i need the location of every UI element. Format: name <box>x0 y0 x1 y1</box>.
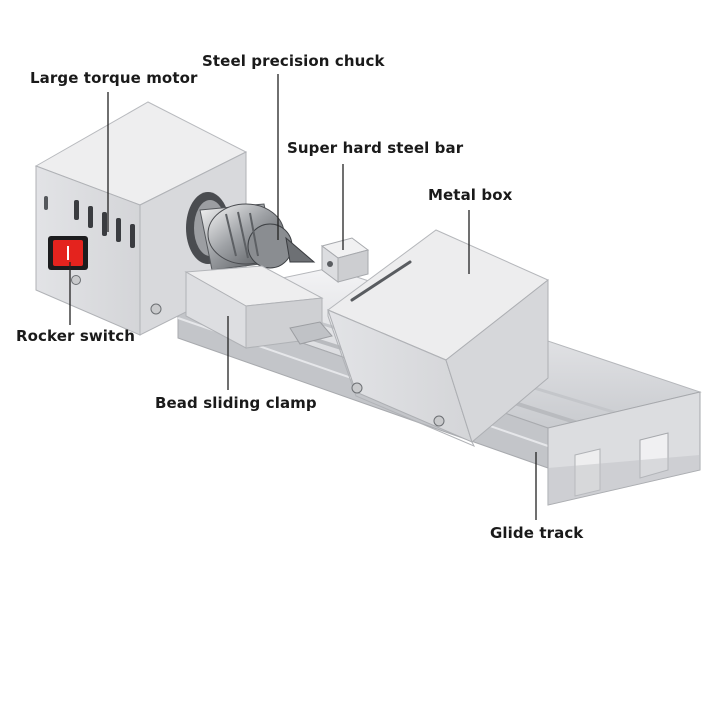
track-shadow <box>548 455 700 505</box>
screw-icon <box>150 303 162 315</box>
leader-lines <box>69 74 537 520</box>
label-steel-precision-chuck: Steel precision chuck <box>202 52 385 70</box>
vent-slot <box>116 218 121 242</box>
vent-slot <box>88 206 93 228</box>
screw-icon <box>433 415 445 427</box>
label-bead-sliding-clamp: Bead sliding clamp <box>155 394 317 412</box>
bar-hole <box>327 261 333 267</box>
chuck-tip <box>285 236 316 263</box>
vent-slot <box>102 212 107 236</box>
bar-holder-side <box>337 249 369 283</box>
label-rocker-switch: Rocker switch <box>16 327 136 345</box>
chuck-knurl <box>249 212 259 257</box>
screw-icon <box>351 382 363 394</box>
label-super-hard-steel-bar: Super hard steel bar <box>287 139 464 157</box>
steel-chuck <box>199 203 316 271</box>
vent-slot <box>44 196 48 210</box>
screw-icon <box>71 275 81 285</box>
label-glide-track: Glide track <box>490 524 584 542</box>
metal-box-slot <box>350 260 412 302</box>
bead-sliding-clamp <box>184 265 333 349</box>
metal-box-side <box>445 278 549 443</box>
clamp-rail <box>289 321 333 345</box>
chuck-knurl <box>237 211 249 259</box>
metal-box <box>326 229 549 447</box>
label-metal-box: Metal box <box>428 186 513 204</box>
vent-slot <box>130 224 135 248</box>
label-large-torque-motor: Large torque motor <box>30 69 198 87</box>
chuck-nose <box>247 223 293 269</box>
chuck-knurl <box>225 213 237 257</box>
steel-bar <box>320 237 370 283</box>
vent-slot <box>74 200 79 220</box>
